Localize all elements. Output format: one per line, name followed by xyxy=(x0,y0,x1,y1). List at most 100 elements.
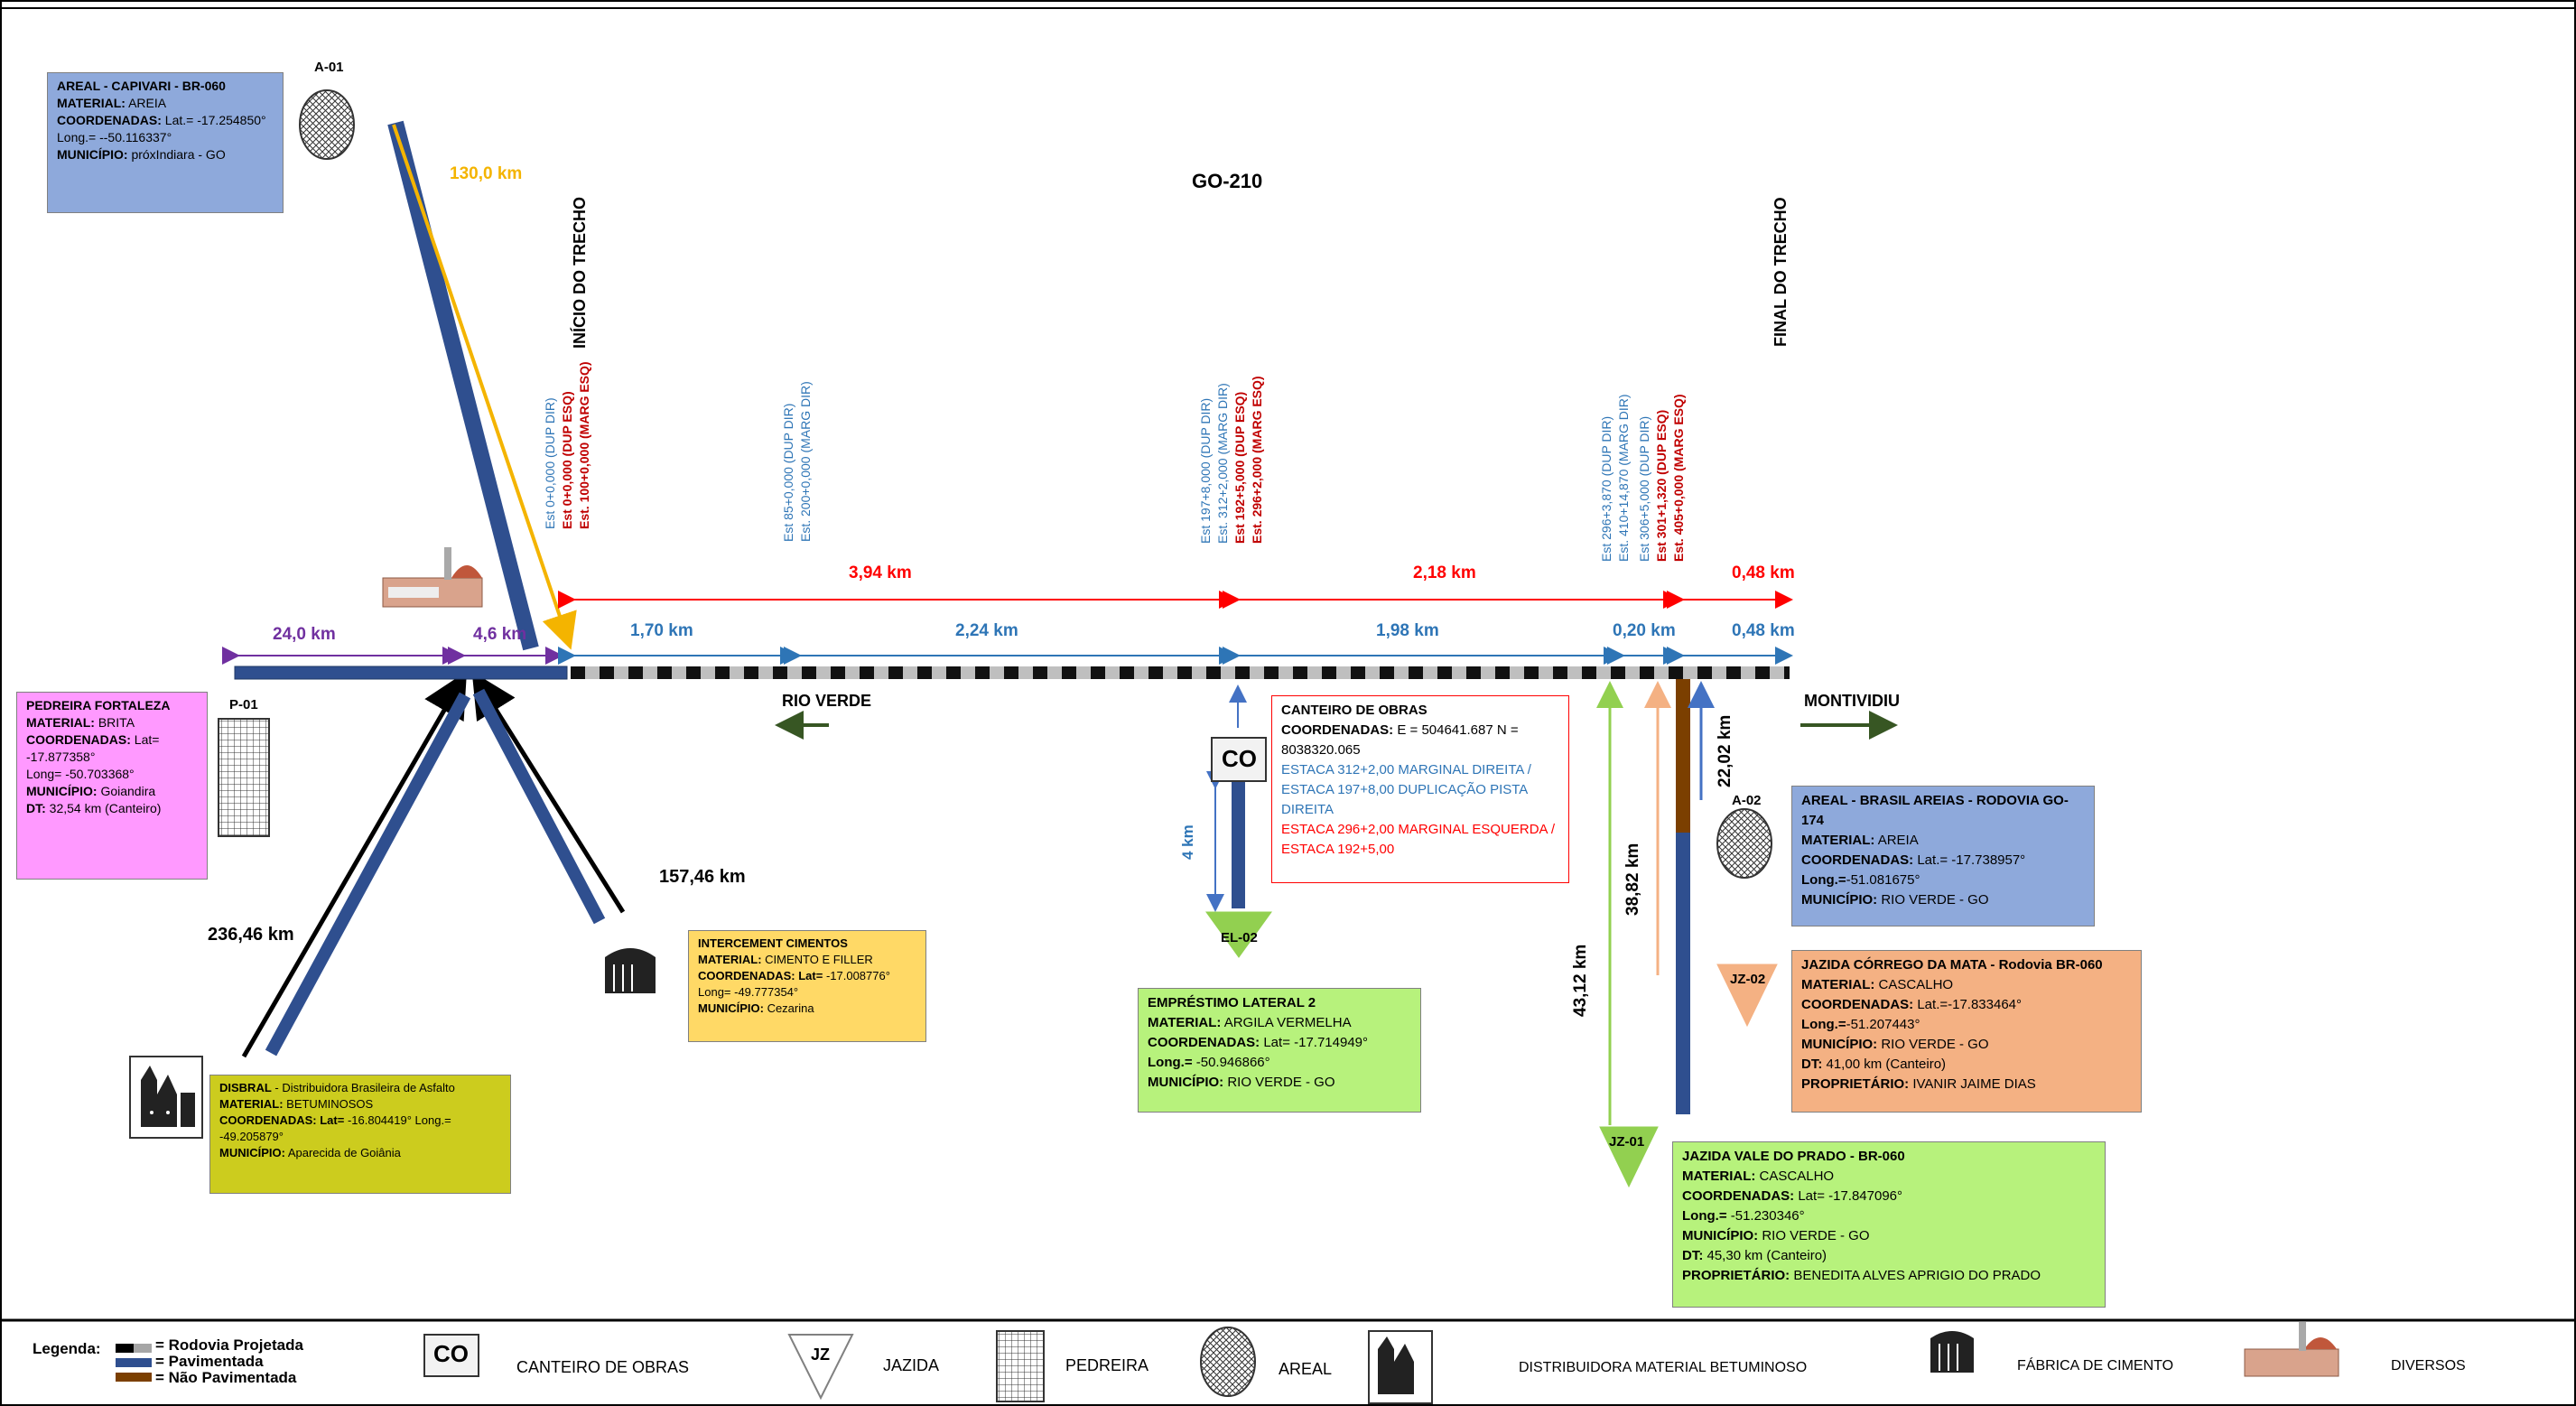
road-segment xyxy=(1582,666,1596,679)
intercement-route-navy xyxy=(472,688,606,925)
road-segment xyxy=(1264,666,1279,679)
fabrica-cimento-icon xyxy=(605,948,656,993)
row-key: COORDENADAS: xyxy=(1148,1035,1260,1050)
station-line: Est 192+5,000 (DUP ESQ) xyxy=(1232,391,1247,544)
road-segment xyxy=(1726,666,1741,679)
road-segment xyxy=(1076,666,1091,679)
row-key: COORDENADAS: xyxy=(1682,1188,1795,1204)
road-segment xyxy=(1510,666,1524,679)
road-segment xyxy=(860,666,874,679)
dist-jz01: 43,12 km xyxy=(1571,944,1590,1017)
row-key: MUNICÍPIO: xyxy=(1682,1228,1759,1243)
legend-fabrica: FÁBRICA DE CIMENTO xyxy=(2017,1358,2174,1373)
final-trecho-label: FINAL DO TRECHO xyxy=(1772,197,1790,347)
row-key: COORDENADAS: Lat= xyxy=(698,969,823,982)
road-segment xyxy=(1466,666,1481,679)
row-value: próxIndiara - GO xyxy=(127,147,226,162)
box-row: MATERIAL: AREIA xyxy=(1801,831,2085,851)
box-row: DT: 45,30 km (Canteiro) xyxy=(1682,1246,2096,1266)
row-key: MATERIAL: xyxy=(1148,1015,1222,1030)
row-key: DT: xyxy=(26,801,46,815)
road-segment xyxy=(686,666,701,679)
row-key: MUNICÍPIO: xyxy=(57,147,128,162)
row-value: Aparecida de Goiânia xyxy=(284,1146,401,1159)
box-row: Long= -50.703368° xyxy=(26,766,198,783)
station-line: Est. 410+14,870 (MARG DIR) xyxy=(1616,394,1631,562)
road-segment xyxy=(730,666,744,679)
road-segment xyxy=(571,666,585,679)
distribuidora-icon xyxy=(129,1056,203,1139)
box-title: INTERCEMENT CIMENTOS xyxy=(698,936,848,950)
road-segment xyxy=(1409,666,1423,679)
legend-item-pavimentada: = Pavimentada xyxy=(155,1353,264,1370)
road-segment xyxy=(1495,666,1510,679)
road-segment xyxy=(845,666,860,679)
road-segment xyxy=(1452,666,1466,679)
road-segment xyxy=(1697,666,1712,679)
box-row: DT: 32,54 km (Canteiro) xyxy=(26,800,198,817)
row-value: -51.230346° xyxy=(1726,1208,1805,1224)
box-row: Long.= -50.946866° xyxy=(1148,1053,1411,1073)
road-segment xyxy=(614,666,628,679)
jazida-triangle-jz01 xyxy=(1599,1126,1659,1188)
row-key: MATERIAL: xyxy=(1801,833,1875,848)
pedreira-icon xyxy=(218,718,270,837)
station-1-label: Est 85+0,000 (DUP DIR) Est. 200+0,000 (M… xyxy=(780,381,814,542)
road-segment xyxy=(1625,666,1640,679)
row-value: RIO VERDE - GO xyxy=(1758,1228,1870,1243)
box-row: MUNICÍPIO: RIO VERDE - GO xyxy=(1801,1035,2132,1055)
row-key: MATERIAL: xyxy=(1801,977,1875,992)
road-segment xyxy=(946,666,961,679)
box-row: PROPRIETÁRIO: BENEDITA ALVES APRIGIO DO … xyxy=(1682,1266,2096,1286)
row-value: 45,30 km (Canteiro) xyxy=(1703,1248,1827,1263)
road-segment xyxy=(600,666,614,679)
road-segment xyxy=(1770,666,1784,679)
road-segment xyxy=(1539,666,1553,679)
road-segment xyxy=(975,666,990,679)
dist-blue-3: 1,98 km xyxy=(1376,621,1439,640)
box-row: MATERIAL: CASCALHO xyxy=(1801,975,2132,995)
road-segment xyxy=(1596,666,1611,679)
a01-distance-arrow xyxy=(392,124,577,650)
box-row: MUNICÍPIO: RIO VERDE - GO xyxy=(1682,1226,2096,1246)
info-disbral: DISBRAL - Distribuidora Brasileira de As… xyxy=(209,1075,511,1194)
road-segment xyxy=(903,666,917,679)
info-canteiro: CANTEIRO DE OBRAS COORDENADAS: E = 50464… xyxy=(1271,695,1569,883)
legend-canteiro: CANTEIRO DE OBRAS xyxy=(516,1358,690,1376)
row-value: Long.= --50.116337° xyxy=(57,130,172,144)
road-segment xyxy=(1293,666,1307,679)
road-segment xyxy=(888,666,903,679)
box-row: MUNICÍPIO: Goiandira xyxy=(26,783,198,800)
road-segment xyxy=(831,666,845,679)
road-segment xyxy=(657,666,672,679)
box-title: AREAL - BRASIL AREIAS - RODOVIA GO-174 xyxy=(1801,793,2069,828)
road-segment xyxy=(1336,666,1351,679)
row-key: COORDENADAS: Lat= xyxy=(219,1113,345,1127)
row-key: MUNICÍPIO: xyxy=(219,1146,285,1159)
row-key: COORDENADAS: xyxy=(1281,722,1394,738)
station-line: Est. 405+0,000 (MARG ESQ) xyxy=(1671,394,1686,562)
road-segment xyxy=(1669,666,1683,679)
paved-road-jz xyxy=(1676,833,1690,1114)
road-segment xyxy=(744,666,758,679)
station-line: Est 306+5,000 (DUP DIR) xyxy=(1637,415,1651,562)
road-segment xyxy=(1784,666,1790,679)
dist-blue-5: 0,48 km xyxy=(1732,621,1795,640)
box-row: COORDENADAS: Lat= -16.804419° Long.= -49… xyxy=(219,1113,501,1145)
road-segment xyxy=(1524,666,1539,679)
road-segment xyxy=(1394,666,1409,679)
row-value: Goiandira xyxy=(97,784,156,798)
box-row: MUNICÍPIO: Cezarina xyxy=(698,1001,916,1017)
box-row: MUNICÍPIO: RIO VERDE - GO xyxy=(1801,890,2085,910)
road-segment xyxy=(816,666,831,679)
row-value: E = 504641.687 N = 8038320.065 xyxy=(1281,722,1519,758)
p01-label: P-01 xyxy=(229,697,258,712)
box-row: MUNICÍPIO: próxIndiara - GO xyxy=(57,146,274,163)
road-segment xyxy=(787,666,802,679)
row-value: Lat.=-17.833464° xyxy=(1913,997,2023,1012)
station-line: Est 301+1,320 (DUP ESQ) xyxy=(1654,409,1669,562)
box-row: COORDENADAS: E = 504641.687 N = 8038320.… xyxy=(1281,721,1559,760)
road-segment xyxy=(1177,666,1192,679)
